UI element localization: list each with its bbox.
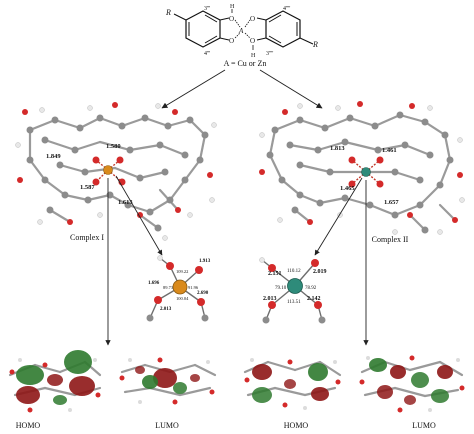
oxygen-label-bottom-right: O [250, 37, 255, 45]
complex-1-angle-4: 100.04 [176, 296, 189, 301]
complex-1-distance-1: 1.580 [106, 143, 121, 150]
left-substituent-label: R [165, 8, 171, 17]
complex-1-label: Complex I [70, 233, 104, 242]
complex-1-distance-3: 1.587 [80, 184, 95, 191]
homo-label-complex-2: HOMO [284, 421, 309, 430]
complex-2-angle-2: 79.10 [275, 286, 287, 291]
complex-1-angle-3: 91.96 [188, 285, 199, 290]
metal-caption: A = Cu or Zn [224, 59, 267, 68]
orbital-lumo-complex-2 [359, 355, 465, 413]
complex-2-distance-3: 1.465 [340, 185, 355, 192]
zinc-atom-complex-2 [361, 167, 371, 177]
left-benzene-ring [185, 10, 221, 48]
complex-2-distance-4: 1.657 [384, 199, 399, 206]
oxygen-label-top-right: O [250, 15, 255, 23]
arrow-to-complex-2-coordination [314, 177, 363, 256]
orbital-lumo-complex-1 [119, 357, 217, 405]
position-label-4-left: 4''' [204, 51, 210, 57]
complex-1-structure: 1.580 1.849 1.587 1.613 [15, 102, 217, 241]
copper-center [172, 279, 188, 295]
complex-1-bond-length-3: 2.690 [197, 291, 209, 296]
zinc-center [287, 278, 303, 294]
complex-2-coordination-detail: 110.12 79.10 78.92 113.51 2.151 2.019 2.… [259, 257, 327, 324]
complex-2-structure: 1.813 1.461 1.465 1.657 [259, 101, 465, 235]
orbital-homo-complex-2 [243, 358, 342, 410]
oxygen-label-bottom-left: O [229, 37, 234, 45]
arrow-to-complex-1 [161, 69, 226, 109]
complex-2-bond-length-4: 2.142 [307, 296, 321, 302]
complex-2-distance-1: 1.813 [330, 145, 345, 152]
complex-1-bond-length-4: 2.013 [160, 307, 172, 312]
position-label-3-right: 3'''' [266, 51, 273, 57]
complex-1-angle-1: 109.22 [176, 269, 188, 274]
oxygen-label-top-left: O [229, 15, 234, 23]
complex-1-distance-4: 1.613 [118, 199, 133, 206]
complex-2-angle-1: 110.12 [287, 269, 301, 274]
homo-label-complex-1: HOMO [16, 421, 41, 430]
complex-1-distance-2: 1.849 [46, 153, 61, 160]
complex-2-angle-4: 113.51 [287, 300, 301, 305]
position-label-4-right: 4'''' [283, 6, 290, 12]
hydrogen-label-bottom: H [251, 53, 256, 59]
complex-2-angle-3: 78.92 [305, 286, 317, 291]
hydrogen-label-top: H [230, 4, 235, 10]
metal-center-label: A [238, 27, 244, 35]
arrow-to-complex-1-coordination [115, 175, 163, 256]
complex-2-distance-2: 1.461 [382, 147, 397, 154]
complex-2-bond-length-2: 2.019 [313, 269, 327, 275]
orbital-homo-complex-1 [8, 350, 102, 413]
copper-atom-complex-1 [103, 165, 113, 175]
complex-1-angle-2: 89.73 [163, 285, 174, 290]
chemical-scheme: R 3''' 4''' O O H A O O H R 4'''' 3'''' … [165, 4, 318, 68]
position-label-3-left: 3''' [204, 6, 210, 12]
complex-1-bond-length-1: 1.913 [199, 259, 211, 264]
right-substituent-label: R [312, 40, 318, 49]
complex-2-bond-length-3: 2.013 [263, 296, 277, 302]
complex-1-coordination-detail: 109.22 89.73 91.96 100.04 1.913 1.696 2.… [146, 255, 211, 322]
right-benzene-ring [265, 10, 301, 48]
lumo-label-complex-1: LUMO [155, 421, 179, 430]
complex-2-label: Complex II [372, 235, 409, 244]
complex-1-bond-length-2: 1.696 [148, 281, 160, 286]
lumo-label-complex-2: LUMO [412, 421, 436, 430]
arrow-to-complex-2 [259, 69, 323, 109]
complex-2-bond-length-1: 2.151 [268, 271, 282, 277]
